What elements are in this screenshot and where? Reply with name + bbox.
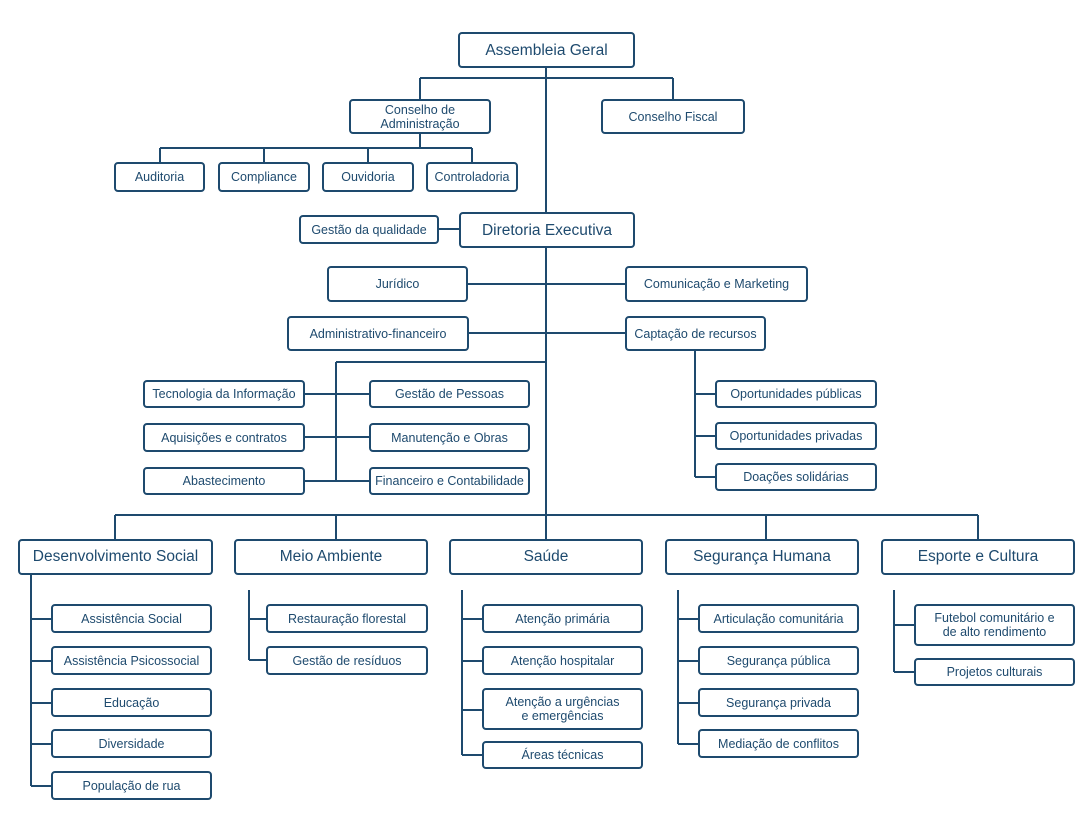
node-conselho-administracao: Conselho de Administração [349, 99, 491, 134]
node-oportunidades-privadas: Oportunidades privadas [715, 422, 877, 450]
node-manutencao-obras: Manutenção e Obras [369, 423, 530, 452]
node-gestao-pessoas: Gestão de Pessoas [369, 380, 530, 408]
item-assistencia-psicossocial: Assistência Psicossocial [51, 646, 212, 675]
node-conselho-fiscal: Conselho Fiscal [601, 99, 745, 134]
item-atencao-hospitalar: Atenção hospitalar [482, 646, 643, 675]
node-gestao-qualidade: Gestão da qualidade [299, 215, 439, 244]
item-populacao-rua: População de rua [51, 771, 212, 800]
node-doacoes-solidarias: Doações solidárias [715, 463, 877, 491]
section-esporte-cultura: Esporte e Cultura [881, 539, 1075, 575]
item-areas-tecnicas: Áreas técnicas [482, 741, 643, 769]
section-saude: Saúde [449, 539, 643, 575]
node-diretoria-executiva: Diretoria Executiva [459, 212, 635, 248]
section-seguranca-humana: Segurança Humana [665, 539, 859, 575]
section-meio-ambiente: Meio Ambiente [234, 539, 428, 575]
item-atencao-primaria: Atenção primária [482, 604, 643, 633]
item-seguranca-publica: Segurança pública [698, 646, 859, 675]
node-administrativo-financeiro: Administrativo-financeiro [287, 316, 469, 351]
item-gestao-residuos: Gestão de resíduos [266, 646, 428, 675]
item-assistencia-social: Assistência Social [51, 604, 212, 633]
item-atencao-urgencias: Atenção a urgências e emergências [482, 688, 643, 730]
item-projetos-culturais: Projetos culturais [914, 658, 1075, 686]
node-aquisicoes-contratos: Aquisições e contratos [143, 423, 305, 452]
node-captacao-recursos: Captação de recursos [625, 316, 766, 351]
item-mediacao-conflitos: Mediação de conflitos [698, 729, 859, 758]
item-restauracao-florestal: Restauração florestal [266, 604, 428, 633]
node-oportunidades-publicas: Oportunidades públicas [715, 380, 877, 408]
node-comunicacao-marketing: Comunicação e Marketing [625, 266, 808, 302]
node-financeiro-contabilidade: Financeiro e Contabilidade [369, 467, 530, 495]
section-desenvolvimento-social: Desenvolvimento Social [18, 539, 213, 575]
node-controladoria: Controladoria [426, 162, 518, 192]
node-compliance: Compliance [218, 162, 310, 192]
item-educacao: Educação [51, 688, 212, 717]
node-ouvidoria: Ouvidoria [322, 162, 414, 192]
item-articulacao-comunitaria: Articulação comunitária [698, 604, 859, 633]
node-abastecimento: Abastecimento [143, 467, 305, 495]
item-diversidade: Diversidade [51, 729, 212, 758]
node-auditoria: Auditoria [114, 162, 205, 192]
item-futebol-comunitario: Futebol comunitário e de alto rendimento [914, 604, 1075, 646]
node-tecnologia-informacao: Tecnologia da Informação [143, 380, 305, 408]
node-assembleia-geral: Assembleia Geral [458, 32, 635, 68]
item-seguranca-privada: Segurança privada [698, 688, 859, 717]
node-juridico: Jurídico [327, 266, 468, 302]
